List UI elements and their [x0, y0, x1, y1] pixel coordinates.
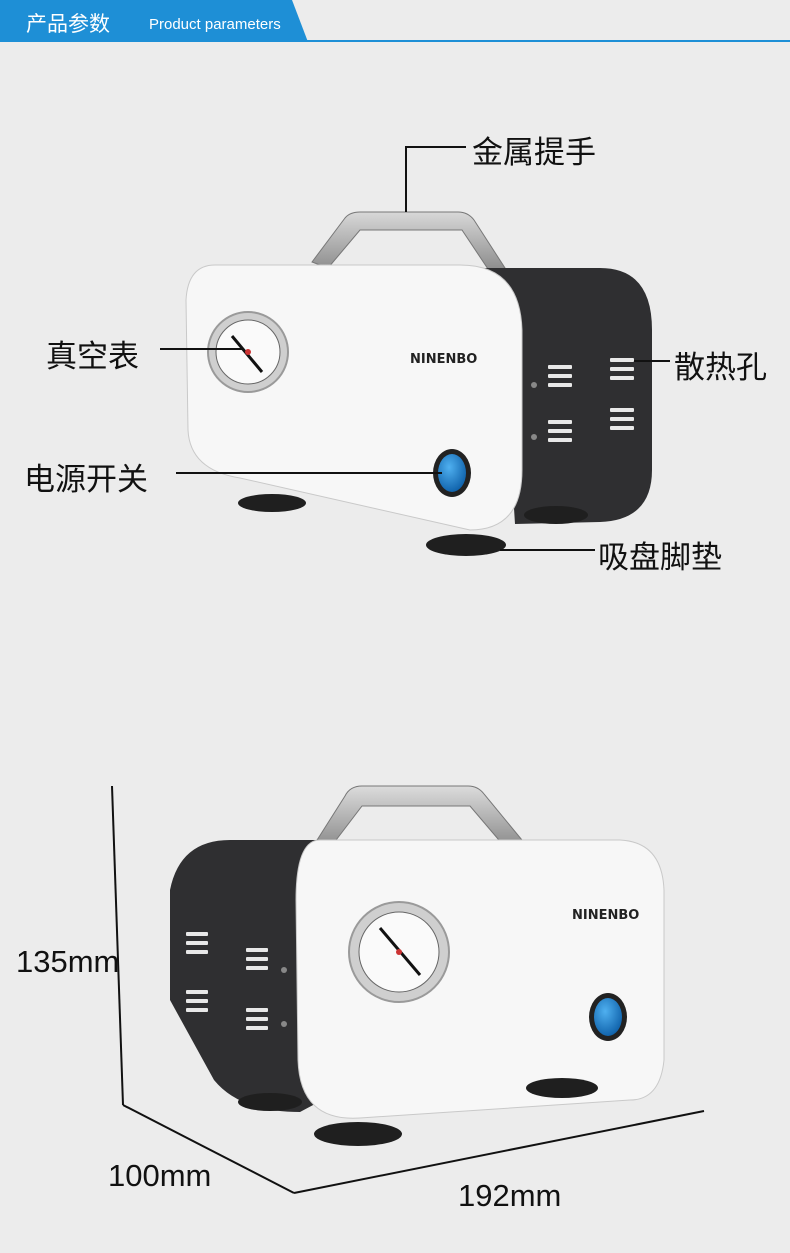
callout-lines [160, 146, 670, 551]
suction-feet-2 [238, 1078, 598, 1146]
label-power-switch: 电源开关 [24, 462, 148, 498]
vacuum-gauge [207, 311, 289, 393]
label-vacuum-gauge: 真空表 [46, 339, 139, 375]
header-tab [0, 0, 308, 42]
white-front-panel-2 [295, 839, 665, 1119]
header-title-en: Product parameters [149, 16, 281, 33]
vacuum-gauge-2 [348, 901, 450, 1003]
dimension-width: 192mm [458, 1178, 562, 1213]
brand-logo-top: NINENBO [410, 352, 478, 367]
power-switch-2 [589, 993, 627, 1041]
brand-logo-bottom: NINENBO [572, 908, 640, 923]
label-suction-feet: 吸盘脚垫 [598, 540, 722, 576]
top-product-illustration [160, 146, 670, 556]
header-underline [0, 40, 790, 42]
header-title-cn: 产品参数 [26, 12, 110, 36]
dark-housing [210, 268, 652, 524]
dimension-height: 135mm [16, 944, 120, 979]
label-metal-handle: 金属提手 [472, 135, 596, 171]
dimension-depth: 100mm [108, 1158, 212, 1193]
label-vents: 散热孔 [674, 350, 767, 386]
metal-handle-2 [311, 785, 523, 849]
vent-slots-2 [186, 932, 268, 1030]
vent-slots [548, 358, 634, 442]
power-switch [433, 449, 471, 497]
suction-feet [238, 494, 588, 556]
section-header: 产品参数 Product parameters [0, 0, 790, 44]
dimension-lines [111, 785, 705, 1194]
